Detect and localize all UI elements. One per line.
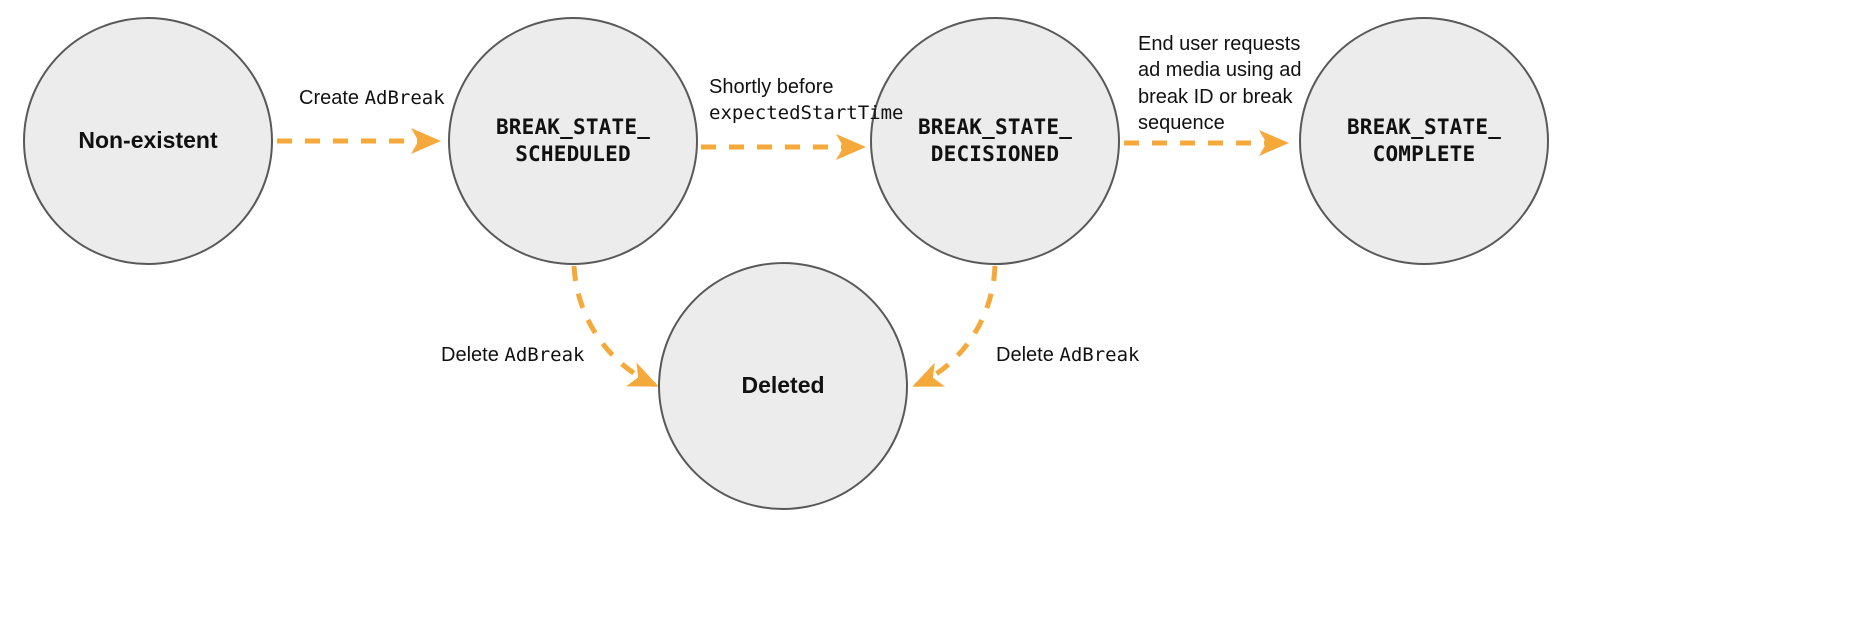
transition-label-delete-adbreak-from-decisioned: Delete AdBreak: [996, 342, 1139, 368]
label-run: expectedStartTime: [709, 102, 904, 125]
state-node-break-state-complete[interactable]: BREAK_STATE_ COMPLETE: [1299, 17, 1549, 265]
label-run: break ID or break: [1138, 85, 1293, 108]
transition-label-line: break ID or break: [1138, 84, 1301, 110]
transition-edge-delete-adbreak-from-scheduled: [571, 265, 659, 388]
transition-edge-delete-adbreak-from-decisioned: [912, 265, 998, 388]
label-run: Create: [299, 87, 365, 109]
transition-label-create-adbreak: Create AdBreak: [299, 85, 445, 111]
transition-label-end-user-requests-ad-media: End user requests ad media using ad break …: [1138, 31, 1301, 137]
state-node-label: BREAK_STATE_ SCHEDULED: [495, 114, 651, 166]
state-node-deleted[interactable]: Deleted: [658, 262, 908, 510]
transition-label-line: Delete AdBreak: [996, 342, 1139, 368]
transition-label-line: End user requests: [1138, 31, 1301, 57]
label-run: sequence: [1138, 112, 1225, 135]
label-run: AdBreak: [364, 87, 445, 109]
state-node-label: BREAK_STATE_ COMPLETE: [1346, 114, 1502, 166]
transition-label-line: expectedStartTime: [709, 100, 903, 126]
transition-label-line: Delete AdBreak: [441, 342, 584, 368]
state-node-label: BREAK_STATE_ DECISIONED: [917, 114, 1073, 166]
label-run: Delete: [441, 344, 505, 366]
state-node-break-state-scheduled[interactable]: BREAK_STATE_ SCHEDULED: [448, 17, 698, 265]
transition-label-line: Create AdBreak: [299, 85, 445, 111]
transition-label-delete-adbreak-from-scheduled: Delete AdBreak: [441, 342, 584, 368]
label-run: ad media using ad: [1138, 59, 1302, 82]
label-run: Delete: [996, 344, 1060, 366]
state-node-label: Deleted: [741, 372, 825, 399]
label-run: Shortly before: [709, 76, 834, 98]
label-run: AdBreak: [504, 344, 585, 366]
label-run: End user requests: [1138, 33, 1301, 55]
state-node-break-state-decisioned[interactable]: BREAK_STATE_ DECISIONED: [870, 17, 1120, 265]
state-node-label: Non-existent: [78, 127, 218, 154]
transition-label-line: sequence: [1138, 110, 1301, 136]
transition-label-line: Shortly before: [709, 74, 903, 100]
transition-label-shortly-before-expected-start-time: Shortly before expectedStartTime: [709, 74, 903, 127]
state-node-non-existent[interactable]: Non-existent: [23, 17, 273, 265]
label-run: AdBreak: [1059, 344, 1140, 366]
transition-label-line: ad media using ad: [1138, 57, 1301, 83]
